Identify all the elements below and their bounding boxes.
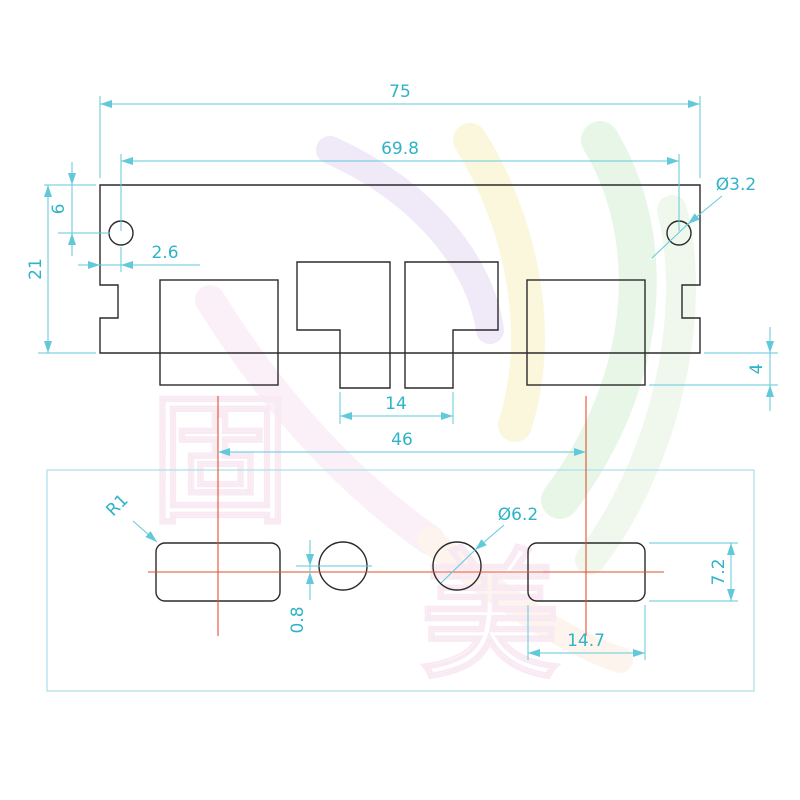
dim-center-offset: 0.8 xyxy=(288,540,372,634)
dim-overall-width-label: 75 xyxy=(389,82,411,102)
watermark-char-1: 固 xyxy=(150,380,290,544)
dim-slot-width-label: 14.7 xyxy=(567,631,605,651)
watermark-stroke-green2 xyxy=(575,195,696,575)
watermark: 固 美 xyxy=(149,121,696,700)
dim-hole-spacing-label: 69.8 xyxy=(381,139,419,159)
dim-overall-width: 75 xyxy=(99,82,701,178)
dim-mount-hole-dia-label: Ø3.2 xyxy=(716,175,756,195)
dim-slot-width: 14.7 xyxy=(527,605,646,660)
dim-overall-height: 21 xyxy=(26,185,96,354)
watermark-char-2: 美 xyxy=(420,535,560,699)
dim-hole-dia-label: Ø6.2 xyxy=(498,505,538,525)
view-border xyxy=(46,469,755,692)
dim-hole-top-offset-label: 6 xyxy=(49,204,69,215)
dim-corner-radius-label: R1 xyxy=(102,490,132,520)
watermark-stroke-green xyxy=(541,121,657,519)
round-hole-right xyxy=(432,541,482,591)
dim-tab-height: 4 xyxy=(649,327,778,411)
dim-slot-height-label: 7.2 xyxy=(709,558,729,585)
dim-latch-span-label: 14 xyxy=(385,394,407,414)
watermark-stroke-purple xyxy=(316,136,504,344)
dimensions: 75 69.8 6 21 2.6 xyxy=(26,82,778,660)
plate-outline xyxy=(99,184,701,354)
connector-middle-left xyxy=(296,261,391,389)
bottom-view xyxy=(46,396,755,692)
watermark-stroke-pink xyxy=(195,285,445,555)
dim-overall-height-label: 21 xyxy=(26,258,46,280)
dim-latch-span: 14 xyxy=(339,392,454,424)
centerlines xyxy=(148,396,664,636)
dim-corner-radius: R1 xyxy=(102,490,158,543)
dim-hole-edge-offset-label: 2.6 xyxy=(151,243,178,263)
dim-center-offset-label: 0.8 xyxy=(288,606,308,633)
dim-hole-top-offset: 6 xyxy=(44,162,110,256)
connector-outer-right xyxy=(526,279,646,386)
connector-outer-left xyxy=(159,279,279,386)
watermark-stroke-yellow xyxy=(453,123,545,442)
dim-slot-height: 7.2 xyxy=(649,542,738,602)
dim-hole-edge-offset: 2.6 xyxy=(78,243,200,272)
dim-center-distance: 46 xyxy=(218,430,586,456)
dim-mount-hole-dia: Ø3.2 xyxy=(651,175,756,259)
connector-middle-right xyxy=(404,261,499,389)
dim-tab-height-label: 4 xyxy=(747,364,767,375)
dim-hole-spacing: 69.8 xyxy=(120,139,680,231)
dim-center-distance-label: 46 xyxy=(391,430,413,450)
dim-hole-dia: Ø6.2 xyxy=(440,505,538,584)
